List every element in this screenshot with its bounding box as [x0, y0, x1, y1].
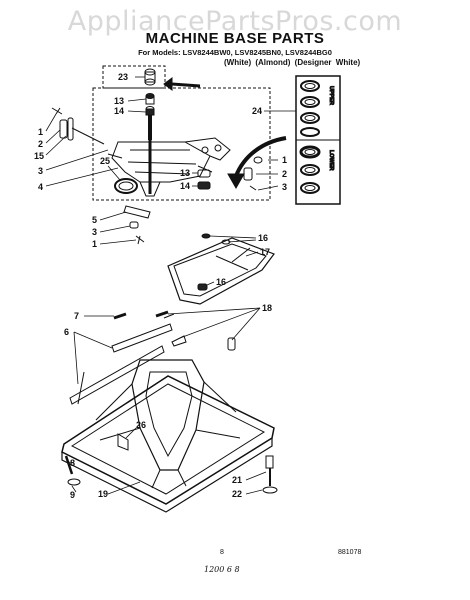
- callout-3-right: 3: [282, 182, 287, 192]
- rails-and-pads: [69, 310, 236, 405]
- callout-6: 6: [64, 327, 69, 337]
- callout-18: 18: [262, 303, 272, 313]
- base-frame: [61, 359, 275, 513]
- callout-numbers: 23 13 14 1 2 15 3 25 4 24 1 2 3 13 14 5 …: [34, 72, 287, 500]
- callout-1-right: 1: [282, 155, 287, 165]
- callout-2: 2: [38, 139, 43, 149]
- clutch-detail-box: [102, 65, 166, 89]
- page-title: MACHINE BASE PARTS: [145, 30, 325, 47]
- callout-26: 26: [136, 420, 146, 430]
- callout-4: 4: [38, 182, 43, 192]
- lower-label: LOWER: [328, 150, 334, 170]
- callout-7: 7: [74, 311, 79, 321]
- lower-bearings: [299, 145, 321, 194]
- callout-21: 21: [232, 475, 242, 485]
- callout-2-right: 2: [282, 169, 287, 179]
- callout-16: 16: [258, 233, 268, 243]
- callout-5: 5: [92, 215, 97, 225]
- leveling-feet: [64, 455, 278, 494]
- arrow-to-clutch: [171, 82, 201, 88]
- callout-14: 14: [114, 106, 124, 116]
- callout-22: 22: [232, 489, 242, 499]
- callout-23: 23: [118, 72, 128, 82]
- seal-ring: [114, 178, 138, 194]
- callout-25: 25: [100, 156, 110, 166]
- right-clutch-parts: [197, 169, 211, 190]
- callout-1: 1: [38, 127, 43, 137]
- left-bracket-parts: [51, 107, 105, 145]
- callout-1-mid: 1: [92, 239, 97, 249]
- callout-13: 13: [114, 96, 124, 106]
- callout-3: 3: [38, 166, 43, 176]
- upper-bearings: [300, 80, 320, 137]
- handwritten-note: 1200 6 8: [204, 565, 240, 574]
- callout-13-right: 13: [180, 168, 190, 178]
- callout-8: 8: [70, 458, 75, 468]
- callout-14-right: 14: [180, 181, 190, 191]
- arrow-to-gearcase: [234, 136, 287, 177]
- upper-label: UPPER: [328, 86, 334, 105]
- callout-3-mid: 3: [92, 227, 97, 237]
- callout-24: 24: [252, 106, 262, 116]
- gearcase-assembly: [107, 115, 231, 197]
- mid-left-parts: [123, 205, 151, 245]
- right-bracket-parts: [243, 156, 263, 191]
- callout-19: 19: [98, 489, 108, 499]
- diagram-code: 881078: [338, 549, 361, 556]
- clutch-parts: [144, 68, 156, 116]
- motor-mount-plate: [167, 233, 275, 305]
- callout-16-lower: 16: [216, 277, 226, 287]
- color-legend: (White) (Almond) (Designer White): [224, 58, 361, 67]
- callout-9: 9: [70, 490, 75, 500]
- callout-17: 17: [260, 247, 270, 257]
- model-list: For Models: LSV8244BW0, LSV8245BN0, LSV8…: [138, 48, 332, 57]
- page-number: 8: [220, 549, 224, 556]
- callout-15: 15: [34, 151, 44, 161]
- leader-lines: [45, 76, 296, 495]
- watermark: AppliancePartsPros.com: [67, 6, 403, 37]
